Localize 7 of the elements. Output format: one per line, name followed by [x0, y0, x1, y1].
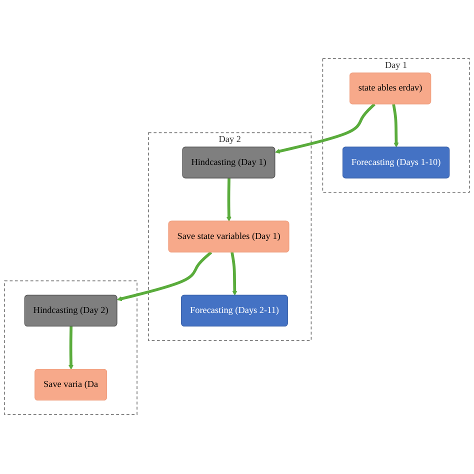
cluster	[4, 280, 138, 416]
arrow	[230, 252, 238, 296]
arrow	[68, 326, 74, 370]
arrow	[392, 104, 399, 148]
arrow	[117, 252, 212, 302]
arrow	[274, 104, 376, 154]
arrow	[226, 178, 232, 222]
